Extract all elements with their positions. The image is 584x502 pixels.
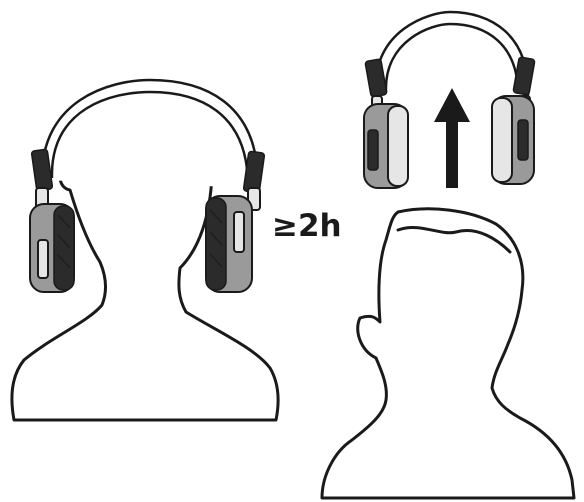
person-wearing-headphones (12, 80, 278, 420)
person-without-headphones (322, 209, 574, 498)
duration-label: ≥2h (272, 208, 342, 244)
right-earcup-removed (492, 96, 534, 184)
right-earcup (206, 196, 252, 292)
left-earcup (30, 204, 74, 292)
left-earcup-removed (364, 104, 408, 188)
person-silhouette-right (322, 209, 574, 498)
up-arrow-icon (434, 88, 470, 188)
